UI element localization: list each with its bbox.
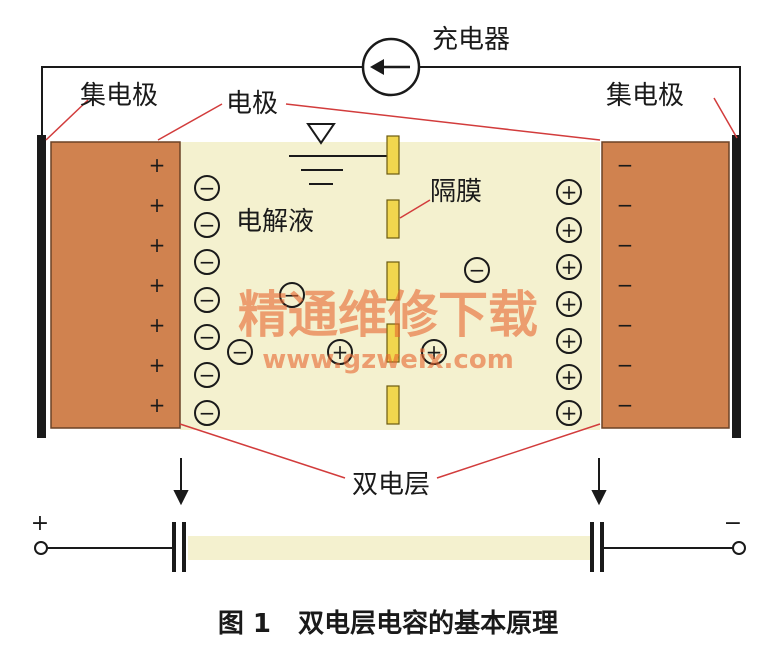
ion-symbol: + — [426, 340, 443, 364]
free-ions: − − + + − — [232, 258, 486, 364]
arrow-down-icon — [591, 490, 607, 506]
electrode-charge: + — [149, 353, 166, 377]
ion-symbol: − — [199, 325, 216, 349]
watermark-cn: 精通维修下载 — [238, 286, 538, 344]
electrode-charge: + — [149, 153, 166, 177]
ion-symbol: − — [199, 288, 216, 312]
leader-electrode-right — [285, 103, 601, 141]
separator-label: 隔膜 — [430, 177, 482, 207]
ion-symbol: − — [199, 250, 216, 274]
ion-symbol: − — [199, 176, 216, 200]
collector-left — [37, 135, 46, 438]
double-layer-label: 双电层 — [352, 470, 430, 500]
ion-symbol: + — [561, 255, 578, 279]
right-ion-circles — [556, 179, 582, 426]
ion-symbol: + — [561, 180, 578, 204]
electrode-label: 电极 — [226, 89, 278, 119]
electrode-charge: + — [149, 273, 166, 297]
ion-symbol: − — [199, 401, 216, 425]
ion-symbol: − — [199, 213, 216, 237]
ion-symbol: − — [469, 258, 486, 282]
electrode-charge: + — [149, 393, 166, 417]
left-electrode-charges: + + + + + + + — [149, 153, 166, 417]
terminal-right — [732, 541, 746, 555]
electrode-charge: + — [149, 233, 166, 257]
ion-symbol: + — [561, 329, 578, 353]
leader-lines — [45, 97, 738, 479]
collector-left-label: 集电极 — [80, 81, 158, 111]
electrode-charge: − — [617, 353, 634, 377]
figure-caption: 图 1 双电层电容的基本原理 — [218, 608, 558, 639]
electrolyte-label: 电解液 — [236, 207, 314, 237]
charger-label: 充电器 — [432, 25, 510, 55]
electrode-charge: + — [149, 313, 166, 337]
leader-double-layer-right — [436, 423, 601, 479]
ion-symbol: − — [232, 340, 249, 364]
electrode-charge: − — [617, 153, 634, 177]
free-ion-circles — [227, 257, 490, 365]
ion-symbol: + — [561, 218, 578, 242]
ion-symbol: + — [561, 365, 578, 389]
right-electrode-charges: − − − − − − − — [617, 153, 634, 417]
ion-symbol: + — [332, 340, 349, 364]
electrode-charge: − — [617, 393, 634, 417]
ion-symbol: + — [561, 401, 578, 425]
ion-symbol: − — [284, 283, 301, 307]
down-arrows — [173, 458, 607, 506]
left-adsorbed-ions: − − − − − − − — [199, 176, 216, 425]
leader-collector-left — [45, 99, 89, 141]
circuit-electrolyte-band — [188, 536, 592, 560]
terminal-left — [34, 541, 48, 555]
right-adsorbed-ions: + + + + + + + — [561, 180, 578, 425]
charger-symbol — [361, 37, 421, 97]
ion-symbol: + — [561, 292, 578, 316]
terminal-plus-label: + — [31, 511, 49, 536]
separator — [386, 135, 400, 425]
ion-symbol: − — [199, 363, 216, 387]
collector-right — [732, 135, 741, 438]
electrode-charge: − — [617, 273, 634, 297]
leader-electrode-left — [157, 103, 223, 141]
collector-right-label: 集电极 — [606, 81, 684, 111]
electrode-right — [601, 141, 730, 429]
electrode-charge: − — [617, 193, 634, 217]
arrow-left-icon — [370, 59, 384, 75]
left-ion-circles — [194, 175, 220, 426]
liquid-level-icon — [289, 123, 388, 185]
leader-collector-right — [713, 97, 738, 139]
watermark-url: www.gzweix.com — [262, 345, 514, 375]
electrode-charge: − — [617, 233, 634, 257]
charger-wire-left — [41, 66, 363, 136]
leader-separator — [399, 199, 431, 219]
leader-double-layer-left — [179, 423, 346, 479]
electrode-left — [50, 141, 181, 429]
charger-wire-right — [419, 66, 741, 136]
terminal-minus-label: − — [724, 511, 742, 536]
arrow-down-icon — [173, 490, 189, 506]
electrode-charge: − — [617, 313, 634, 337]
electrode-charge: + — [149, 193, 166, 217]
equivalent-circuit — [34, 522, 746, 572]
